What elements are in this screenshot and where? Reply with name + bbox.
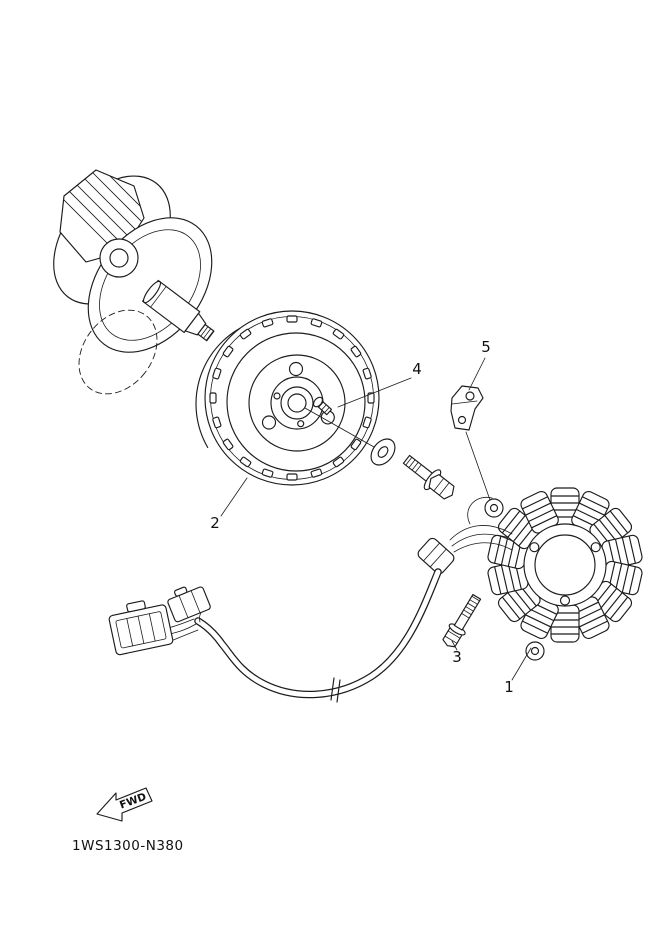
connector-large-drawing bbox=[108, 600, 174, 656]
crank-shaft-end bbox=[142, 279, 215, 342]
callout-screw: 4 bbox=[337, 360, 422, 408]
connector-small-drawing bbox=[167, 586, 211, 623]
grommet-drawing bbox=[417, 537, 455, 575]
stator-assembly-drawing bbox=[484, 487, 644, 661]
screw-drawing bbox=[312, 396, 333, 416]
wire-bracket-drawing bbox=[450, 385, 491, 501]
callout-bolt: 3 bbox=[451, 640, 462, 666]
callout-stator: 1 bbox=[504, 647, 532, 696]
callout-label-1: 1 bbox=[504, 678, 514, 696]
diagram-part-code: 1WS1300-N380 bbox=[72, 838, 184, 854]
callout-label-5: 5 bbox=[481, 338, 491, 356]
fwd-arrow-icon bbox=[96, 787, 153, 822]
rotor-flywheel-drawing bbox=[195, 310, 380, 486]
wire-harness-drawing bbox=[167, 496, 515, 703]
fwd-direction-marker: FWD bbox=[96, 787, 153, 822]
callout-label-4: 4 bbox=[412, 360, 422, 378]
callout-label-3: 3 bbox=[452, 648, 462, 666]
assembly-axis-line bbox=[304, 407, 375, 448]
washer-drawing bbox=[370, 438, 396, 466]
rotor-bolt-drawing bbox=[402, 454, 455, 500]
crankshaft-drawing bbox=[53, 169, 215, 395]
callout-rotor: 2 bbox=[210, 477, 248, 532]
callout-label-2: 2 bbox=[210, 514, 220, 532]
stator-bolt-drawing bbox=[442, 593, 482, 648]
callout-bracket: 5 bbox=[468, 338, 491, 391]
